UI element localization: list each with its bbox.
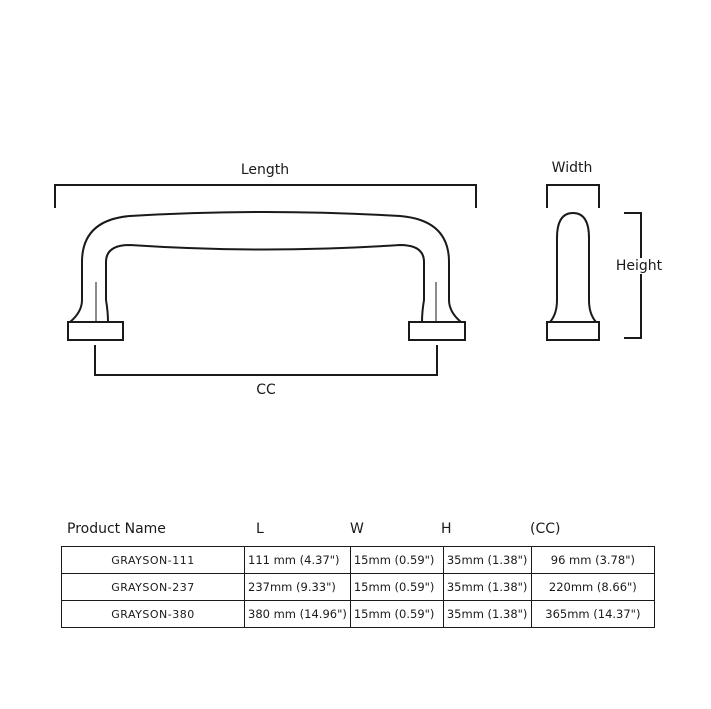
- side-base: [546, 321, 600, 341]
- header-cc: (CC): [530, 521, 561, 537]
- cell-height: 35mm (1.38"): [442, 600, 532, 628]
- header-h: H: [441, 521, 452, 537]
- dimensions-table: GRAYSON-111 111 mm (4.37") 15mm (0.59") …: [61, 546, 655, 628]
- width-bracket: [546, 184, 600, 208]
- cell-name: GRAYSON-380: [61, 600, 245, 628]
- cell-width: 15mm (0.59"): [349, 546, 444, 574]
- front-view-handle: [69, 211, 462, 323]
- cell-width: 15mm (0.59"): [349, 573, 444, 601]
- header-w: W: [350, 521, 364, 537]
- cell-length: 237mm (9.33"): [244, 573, 351, 601]
- cell-length: 380 mm (14.96"): [244, 600, 351, 628]
- table-row: GRAYSON-380 380 mm (14.96") 15mm (0.59")…: [61, 600, 655, 628]
- side-view-handle: [549, 211, 597, 323]
- height-label: Height: [615, 258, 663, 274]
- cc-label: CC: [256, 382, 276, 398]
- height-bracket: [624, 212, 642, 339]
- cell-cc: 365mm (14.37"): [530, 600, 655, 628]
- table-row: GRAYSON-237 237mm (9.33") 15mm (0.59") 3…: [61, 573, 655, 601]
- cc-bracket: [94, 345, 438, 376]
- cell-name: GRAYSON-237: [61, 573, 245, 601]
- cell-length: 111 mm (4.37"): [244, 546, 351, 574]
- cell-width: 15mm (0.59"): [349, 600, 444, 628]
- cell-cc: 220mm (8.66"): [530, 573, 655, 601]
- table-row: GRAYSON-111 111 mm (4.37") 15mm (0.59") …: [61, 546, 655, 574]
- cell-height: 35mm (1.38"): [442, 546, 532, 574]
- length-label: Length: [240, 162, 290, 178]
- header-product-name: Product Name: [67, 521, 166, 537]
- width-label: Width: [551, 160, 593, 176]
- length-bracket: [54, 184, 477, 208]
- cell-height: 35mm (1.38"): [442, 573, 532, 601]
- header-l: L: [256, 521, 264, 537]
- cell-name: GRAYSON-111: [61, 546, 245, 574]
- left-base: [67, 321, 124, 341]
- right-base: [408, 321, 466, 341]
- cell-cc: 96 mm (3.78"): [530, 546, 655, 574]
